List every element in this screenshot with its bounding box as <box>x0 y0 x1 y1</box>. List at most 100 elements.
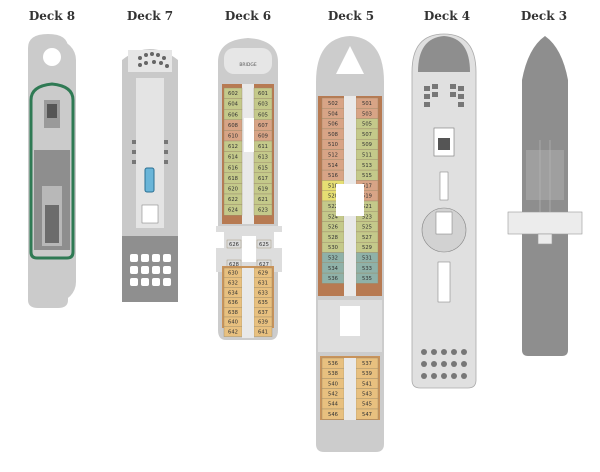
deck-5-cabin-508-label: 508 <box>328 132 338 138</box>
deck-5-cabin-545-aft-label: 545 <box>362 402 372 408</box>
deck-6-cabin-639-label: 639 <box>258 320 268 326</box>
deck-6-cabin-633-label: 633 <box>258 290 268 296</box>
deck-5-cabin-538-aft-label: 538 <box>328 371 338 377</box>
deck-6-cabin-622-label: 622 <box>228 197 238 203</box>
deck-8-plan <box>28 34 76 308</box>
deck-6-cabin-634-label: 634 <box>228 290 239 296</box>
deck-5-cabin-512-label: 512 <box>328 152 338 158</box>
deck-5-cabin-523-label: 523 <box>362 214 372 220</box>
deck-6-cabin-619-label: 619 <box>258 187 268 193</box>
deck-4-aft-seating <box>421 349 467 379</box>
deck-4-restaurant-seating <box>424 84 464 107</box>
deck-6-plan: BRIDGE 602 601 604 603 606 605 608 607 610 609 612… <box>214 38 284 340</box>
deck-6-cabin-606-label: 606 <box>228 112 238 118</box>
deck-7-pool <box>144 167 155 193</box>
deck-6-cabin-616-label: 616 <box>228 165 238 171</box>
deck-5-cabin-526-label: 526 <box>328 225 338 231</box>
deck-6-cabin-631-label: 631 <box>258 281 268 287</box>
deck-5-bow-opening <box>336 46 364 74</box>
deck-5-cabin-514-label: 514 <box>328 163 339 169</box>
deck-6-cabin-638-label: 638 <box>228 310 238 316</box>
deck-6-cabin-607-label: 607 <box>258 123 268 129</box>
deck-5-cabin-536-aft-label: 536 <box>328 361 338 367</box>
deck-5-cabin-542-aft-label: 542 <box>328 392 338 398</box>
deck-5-cabin-513-label: 513 <box>362 163 372 169</box>
deck-5-cabin-529-label: 529 <box>362 245 372 251</box>
deck-6-cabin-629-label: 629 <box>258 271 268 277</box>
deck-5-cabin-541-aft-label: 541 <box>362 381 372 387</box>
deck-8-mast-ring <box>43 48 61 66</box>
deck-7-plan <box>122 49 178 302</box>
deck-5-cabin-524-label: 524 <box>328 214 339 220</box>
deck-8-jogging-track <box>29 82 75 260</box>
deck-6-cabin-611-label: 611 <box>258 144 268 150</box>
deck-5-cabin-535-label: 535 <box>362 276 372 282</box>
deck-6-cabin-601-label: 601 <box>258 91 268 97</box>
deck-5-cabin-509-label: 509 <box>362 142 372 148</box>
deck-6-cabin-628-label: 628 <box>229 262 239 268</box>
deck-6-cabin-604-label: 604 <box>228 102 239 108</box>
deck-6-cabin-627-label: 627 <box>259 262 269 268</box>
deck-5-cabin-533-label: 533 <box>362 266 372 272</box>
deck-6-cabin-630-label: 630 <box>228 271 238 277</box>
deck-5-cabin-521-label: 521 <box>362 204 372 210</box>
deck-6-cabin-626-label: 626 <box>229 242 239 248</box>
deck-6-cabin-624-label: 624 <box>228 208 239 214</box>
deck-5-cabin-520-label: 520 <box>328 194 338 200</box>
deck-3-marina <box>507 211 583 235</box>
deck-6-bridge-label: BRIDGE <box>239 62 256 68</box>
deck-7-lounge-seating <box>138 52 169 68</box>
deck-5-cabin-502-label: 502 <box>328 101 338 107</box>
deck-6-cabin-610-label: 610 <box>228 134 238 140</box>
deck-6-cabin-605-label: 605 <box>258 112 268 118</box>
deck-7-stern-loungers <box>130 254 171 286</box>
deck-6-cabin-625-cell <box>256 239 272 249</box>
deck-5-cabin-501-label: 501 <box>362 101 372 107</box>
deck-8-title: Deck 8 <box>28 9 76 23</box>
deck-6-cabin-603-label: 603 <box>258 102 268 108</box>
deck-6-cabin-609-label: 609 <box>258 134 268 140</box>
deck-6-cabin-642-label: 642 <box>228 330 238 336</box>
deck-5-cabin-534-label: 534 <box>328 266 339 272</box>
deck-6-cabin-602-label: 602 <box>228 91 238 97</box>
deck-4-plan <box>411 33 477 389</box>
deck-5-cabin-544-aft-label: 544 <box>328 402 339 408</box>
deck-6-cabin-626-cell <box>226 239 242 249</box>
deck-5-cabin-527-label: 527 <box>362 235 372 241</box>
deck-5-cabin-511-label: 511 <box>362 152 372 158</box>
deck-5-cabin-547-aft-label: 547 <box>362 412 372 418</box>
deck-6-cabin-614-label: 614 <box>228 155 239 161</box>
deck-5-cabin-515-label: 515 <box>362 173 372 179</box>
deck-3-plan <box>507 36 583 356</box>
deck-5-cabin-532-label: 532 <box>328 255 338 261</box>
deck-5-cabin-507-label: 507 <box>362 132 372 138</box>
deck-6-cabin-613-label: 613 <box>258 155 268 161</box>
deck-5-cabin-530-label: 530 <box>328 245 338 251</box>
deck-6-cabin-632-label: 632 <box>228 281 238 287</box>
deck-5-cabin-503-label: 503 <box>362 111 372 117</box>
deck-6-cabin-623-cell <box>253 204 273 216</box>
deck-5-cabin-536-label: 536 <box>328 276 338 282</box>
deck-6-cabin-640-label: 640 <box>228 320 238 326</box>
deck-6-cabin-641-label: 641 <box>258 330 268 336</box>
deck-5-cabin-504-label: 504 <box>328 111 339 117</box>
deck-5-cabin-528-label: 528 <box>328 235 338 241</box>
deck-5-cabin-543-aft-label: 543 <box>362 392 372 398</box>
deck-6-cabin-615-label: 615 <box>258 165 268 171</box>
deck-6-cabin-620-label: 620 <box>228 187 238 193</box>
deck-5-cabin-540-aft-label: 540 <box>328 381 338 387</box>
deck-6-cabin-608-label: 608 <box>228 123 238 129</box>
deck-5-cabin-539-aft-label: 539 <box>362 371 372 377</box>
deck-6-cabin-618-label: 618 <box>228 176 238 182</box>
deck-4-title: Deck 4 <box>423 9 471 23</box>
deck-3-title: Deck 3 <box>520 9 568 23</box>
deck-6-cabin-612-label: 612 <box>228 144 238 150</box>
deck-5-cabin-516-label: 516 <box>328 173 338 179</box>
deck-6-title: Deck 6 <box>224 9 272 23</box>
deck-5-cabin-510-label: 510 <box>328 142 338 148</box>
deck-5-cabin-546-aft-label: 546 <box>328 412 338 418</box>
deck-6-cabin-624-cell <box>223 204 243 216</box>
deck-6-cabin-623-label: 623 <box>258 208 268 214</box>
